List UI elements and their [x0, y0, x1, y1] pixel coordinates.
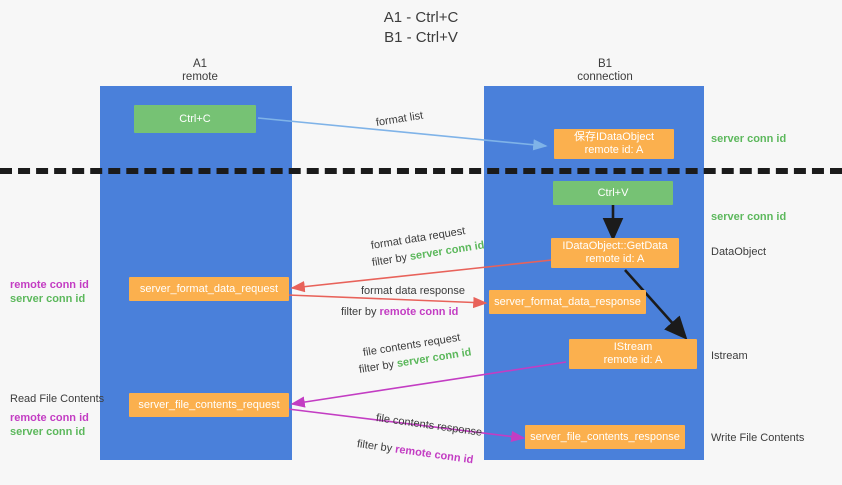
filter-prefix: filter by	[371, 251, 411, 269]
node-server-file-contents-request-label: server_file_contents_request	[138, 398, 280, 411]
right-label-write-file-contents: Write File Contents	[711, 432, 805, 444]
right-label-server-conn-id-1: server conn id	[711, 133, 787, 145]
left-label-conn-pair-2: remote conn id server conn id	[10, 411, 89, 439]
node-istream-line2: remote id: A	[603, 354, 663, 366]
node-server-file-contents-response[interactable]: server_file_contents_response	[525, 425, 685, 449]
left-label-read-file-contents: Read File Contents	[10, 393, 105, 405]
column-header-a1-name: A1	[192, 58, 208, 70]
right-label-server-conn-id-2: server conn id	[711, 211, 787, 223]
node-server-format-data-response-label: server_format_data_response	[494, 295, 641, 308]
edge-label-format-list-text: format list	[375, 109, 425, 129]
column-header-b1-sub: connection	[577, 71, 633, 83]
node-getdata-line1: IDataObject::GetData	[562, 240, 668, 252]
node-ctrl-c[interactable]: Ctrl+C	[134, 105, 256, 133]
filter-prefix: filter by	[341, 306, 380, 318]
column-header-b1: B1 connection	[540, 58, 670, 84]
node-save-idataobject[interactable]: 保存IDataObject remote id: A	[554, 129, 674, 159]
left-label-server-conn-id-1: server conn id	[10, 293, 86, 305]
node-ctrl-v-label: Ctrl+V	[597, 186, 629, 199]
node-istream[interactable]: IStream remote id: A	[569, 339, 697, 369]
column-header-a1: A1 remote	[140, 58, 260, 84]
edge-label-format-data-response: format data response	[361, 284, 465, 298]
node-ctrl-v[interactable]: Ctrl+V	[553, 181, 673, 205]
node-getdata-line2: remote id: A	[585, 253, 645, 265]
node-save-idataobject-line2: remote id: A	[584, 144, 644, 156]
node-save-idataobject-line1: 保存IDataObject	[573, 131, 655, 143]
node-server-format-data-request[interactable]: server_format_data_request	[129, 277, 289, 301]
node-server-file-contents-request[interactable]: server_file_contents_request	[129, 393, 289, 417]
edge-label-file-contents-response: file contents response	[375, 411, 483, 440]
filter-prefix: filter by	[358, 358, 398, 376]
node-istream-line1: IStream	[613, 341, 653, 353]
left-label-remote-conn-id-2: remote conn id	[10, 412, 89, 424]
column-header-a1-sub: remote	[182, 71, 218, 83]
page-title: A1 - Ctrl+C B1 - Ctrl+V	[383, 9, 459, 46]
right-label-istream: Istream	[711, 350, 748, 362]
edge-label-format-data-response-text: format data response	[361, 285, 465, 297]
edge-label-file-contents-response-text: file contents response	[375, 412, 483, 439]
edge-label-file-contents-response-filter: filter by remote conn id	[356, 437, 474, 467]
left-label-server-conn-id-2: server conn id	[10, 426, 86, 438]
node-server-format-data-response[interactable]: server_format_data_response	[489, 290, 646, 314]
edge-label-format-list: format list	[375, 109, 424, 130]
node-getdata[interactable]: IDataObject::GetData remote id: A	[551, 238, 679, 268]
edge-label-format-data-response-filter: filter by remote conn id	[341, 305, 458, 319]
phase-divider	[0, 168, 842, 174]
left-label-conn-pair-1: remote conn id server conn id	[10, 278, 89, 306]
column-header-b1-name: B1	[597, 58, 613, 70]
filter-value-remote-conn-id: remote conn id	[379, 306, 459, 318]
left-label-remote-conn-id-1: remote conn id	[10, 279, 89, 291]
node-server-format-data-request-label: server_format_data_request	[139, 282, 279, 295]
right-label-dataobject: DataObject	[711, 246, 767, 258]
filter-prefix: filter by	[356, 438, 396, 456]
filter-value-remote-conn-id: remote conn id	[394, 443, 475, 467]
node-ctrl-c-label: Ctrl+C	[179, 112, 211, 125]
node-server-file-contents-response-label: server_file_contents_response	[530, 430, 680, 443]
